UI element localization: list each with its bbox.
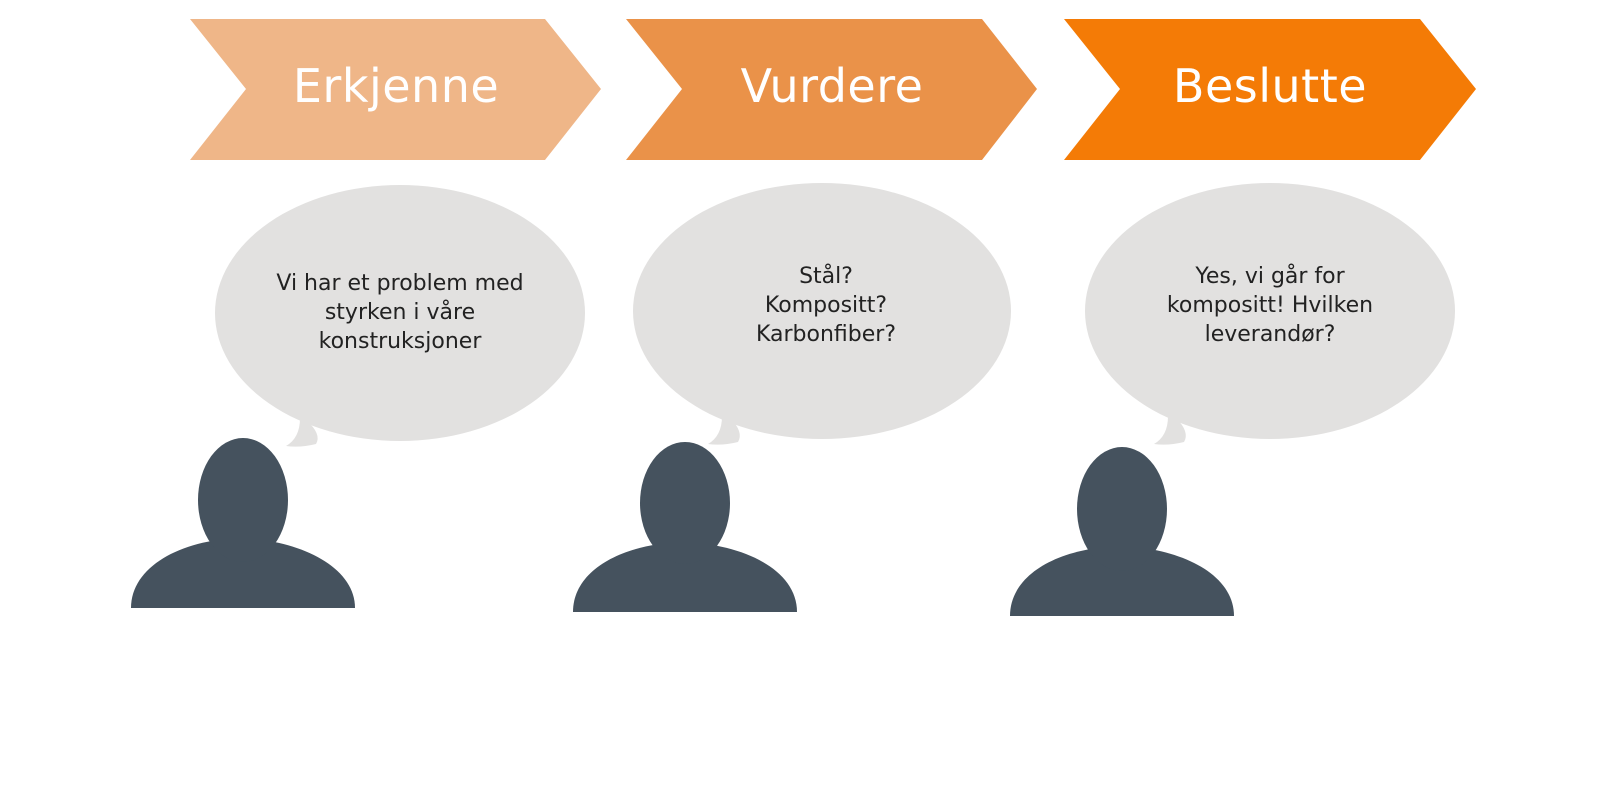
bubble-line: konstruksjoner bbox=[318, 329, 482, 354]
bubble-line: styrken i våre bbox=[324, 300, 476, 325]
person-silhouette-icon bbox=[1010, 447, 1234, 616]
speech-bubble-1 bbox=[215, 185, 585, 447]
speech-bubble-3 bbox=[1085, 183, 1455, 445]
bubble-text-2: Stål? Kompositt? Karbonfiber? bbox=[676, 262, 976, 349]
bubble-line: Stål? bbox=[799, 264, 853, 289]
bubble-text-1: Vi har et problem med styrken i våre kon… bbox=[250, 269, 550, 356]
bubble-line: leverandør? bbox=[1204, 322, 1336, 347]
bubble-line: kompositt! Hvilken bbox=[1166, 293, 1374, 318]
chevron-beslutte bbox=[1064, 19, 1476, 160]
bubble-line: Vi har et problem med bbox=[276, 271, 524, 296]
bubble-line: Yes, vi går for bbox=[1195, 264, 1345, 289]
chevron-erkjenne bbox=[190, 19, 601, 160]
stage-label-erkjenne: Erkjenne bbox=[292, 59, 500, 113]
stage-label-beslutte: Beslutte bbox=[1172, 59, 1368, 113]
chevron-vurdere bbox=[626, 19, 1037, 160]
bubble-line: Kompositt? bbox=[764, 293, 888, 318]
bubble-text-3: Yes, vi går for kompositt! Hvilken lever… bbox=[1120, 262, 1420, 349]
person-silhouette-icon bbox=[573, 442, 797, 612]
stage-label-vurdere: Vurdere bbox=[740, 59, 924, 113]
speech-bubble-2 bbox=[633, 183, 1011, 445]
person-silhouette-icon bbox=[131, 438, 355, 608]
bubble-line: Karbonfiber? bbox=[755, 322, 896, 347]
